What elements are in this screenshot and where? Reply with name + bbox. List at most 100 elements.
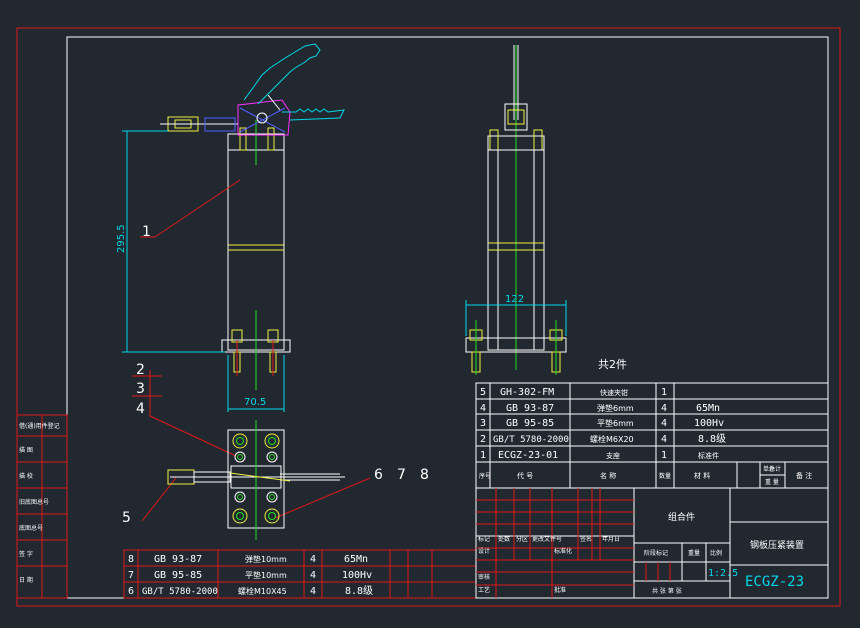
svg-text:GB 93-87: GB 93-87	[154, 554, 202, 565]
svg-text:数量: 数量	[659, 472, 671, 480]
quantity-note: 共2件	[598, 358, 627, 371]
title-block-grid	[475, 487, 829, 599]
svg-text:设计: 设计	[478, 547, 490, 555]
svg-text:比例: 比例	[710, 549, 722, 557]
svg-text:4: 4	[480, 403, 486, 414]
svg-text:平垫6mm: 平垫6mm	[597, 418, 634, 428]
svg-text:100Hv: 100Hv	[342, 570, 372, 581]
svg-text:处数: 处数	[498, 535, 510, 543]
svg-text:5: 5	[480, 387, 486, 398]
svg-text:描 校: 描 校	[19, 472, 33, 480]
svg-text:共 张 第 张: 共 张 第 张	[652, 587, 682, 595]
svg-text:平垫10mm: 平垫10mm	[245, 570, 287, 580]
svg-text:GH-302-FM: GH-302-FM	[500, 387, 554, 398]
svg-text:GB 93-87: GB 93-87	[506, 403, 554, 414]
svg-text:4: 4	[661, 403, 667, 414]
svg-text:签名: 签名	[580, 535, 592, 543]
svg-text:1: 1	[480, 450, 486, 461]
svg-text:重 量: 重 量	[765, 478, 779, 486]
svg-text:1: 1	[661, 450, 667, 461]
svg-text:3: 3	[480, 418, 486, 429]
svg-text:4: 4	[310, 586, 316, 597]
svg-text:名 称: 名 称	[600, 471, 616, 480]
svg-text:年月日: 年月日	[602, 535, 620, 543]
svg-text:4: 4	[310, 570, 316, 581]
svg-text:65Mn: 65Mn	[696, 403, 720, 414]
svg-text:3: 3	[136, 381, 145, 397]
svg-text:更改文件号: 更改文件号	[532, 535, 562, 543]
svg-text:4: 4	[661, 434, 667, 445]
svg-text:弹垫6mm: 弹垫6mm	[597, 403, 634, 413]
dimension-height-label: 295.5	[116, 224, 127, 253]
svg-text:总计: 总计	[769, 465, 781, 473]
svg-text:支座: 支座	[606, 451, 620, 460]
svg-text:日 期: 日 期	[19, 576, 33, 584]
svg-text:7: 7	[128, 570, 134, 581]
svg-text:底图总号: 底图总号	[19, 524, 43, 532]
svg-text:2: 2	[136, 362, 145, 378]
svg-text:ECGZ-23-01: ECGZ-23-01	[498, 450, 558, 461]
svg-text:代 号: 代 号	[517, 471, 533, 480]
svg-text:7: 7	[397, 467, 406, 483]
scale-value: 1:2.5	[708, 568, 738, 579]
svg-text:分区: 分区	[516, 535, 528, 543]
svg-text:5: 5	[122, 510, 131, 526]
svg-text:标准件: 标准件	[698, 451, 719, 460]
svg-text:批准: 批准	[554, 586, 566, 594]
svg-text:审核: 审核	[478, 573, 490, 581]
svg-text:8: 8	[128, 554, 134, 565]
dimension-width-side	[227, 355, 285, 412]
dimension-width-front	[465, 300, 567, 336]
callout-leaders	[132, 179, 371, 522]
drawing-number: ECGZ-23	[745, 574, 804, 590]
svg-text:螺栓M6X20: 螺栓M6X20	[590, 434, 634, 444]
top-view	[167, 420, 345, 540]
svg-text:4: 4	[310, 554, 316, 565]
svg-text:快速夹钳: 快速夹钳	[600, 388, 628, 397]
svg-text:螺栓M10X45: 螺栓M10X45	[238, 586, 287, 596]
svg-text:序号: 序号	[479, 472, 491, 480]
lower-bom-text: 8 GB 93-87 弹垫10mm 4 65Mn 7 GB 95-85 平垫10…	[128, 554, 373, 597]
svg-text:6: 6	[374, 467, 383, 483]
svg-text:备 注: 备 注	[796, 471, 812, 480]
svg-text:1: 1	[142, 224, 151, 240]
svg-text:重量: 重量	[688, 549, 700, 557]
part-name: 钢板压紧装置	[750, 539, 804, 551]
svg-text:8.8级: 8.8级	[345, 585, 373, 597]
svg-text:借(通)用件登记: 借(通)用件登记	[19, 422, 60, 430]
svg-text:阶段标记: 阶段标记	[644, 549, 668, 557]
front-view	[465, 45, 567, 375]
callout-labels: 1 2 3 4 5 6 7 8	[122, 224, 429, 526]
svg-text:6: 6	[128, 586, 134, 597]
svg-text:工艺: 工艺	[478, 586, 490, 594]
svg-text:2: 2	[480, 434, 486, 445]
svg-text:单件: 单件	[763, 465, 775, 473]
svg-text:标准化: 标准化	[554, 547, 572, 555]
svg-text:签 字: 签 字	[19, 550, 33, 558]
svg-text:65Mn: 65Mn	[344, 554, 368, 565]
assembly-label: 组合件	[668, 511, 695, 523]
upper-bom-text: 5 GH-302-FM 快速夹钳 1 4 GB 93-87 弹垫6mm 4 65…	[479, 387, 812, 486]
left-strip	[16, 414, 68, 599]
svg-text:4: 4	[136, 401, 145, 417]
svg-text:弹垫10mm: 弹垫10mm	[245, 554, 287, 564]
title-block-text: 组合件 钢板压紧装置 ECGZ-23 1:2.5 标记 处数 分区 更改文件号 …	[478, 511, 804, 595]
svg-text:100Hv: 100Hv	[694, 418, 724, 429]
svg-text:GB 95-85: GB 95-85	[506, 418, 554, 429]
side-view	[160, 43, 345, 390]
svg-text:GB/T 5780-2000: GB/T 5780-2000	[493, 435, 569, 445]
svg-text:8.8级: 8.8级	[698, 433, 726, 445]
svg-text:描 图: 描 图	[19, 446, 33, 454]
svg-text:8: 8	[420, 467, 429, 483]
dimension-height	[122, 130, 225, 353]
svg-text:标记: 标记	[478, 535, 490, 543]
dimension-width-side-label: 70.5	[244, 397, 266, 408]
svg-text:4: 4	[661, 418, 667, 429]
svg-text:GB 95-85: GB 95-85	[154, 570, 202, 581]
left-strip-labels: 借(通)用件登记 描 图 描 校 旧底图总号 底图总号 签 字 日 期	[19, 422, 60, 584]
svg-text:旧底图总号: 旧底图总号	[19, 498, 49, 506]
dimension-width-front-label: 122	[505, 294, 524, 305]
svg-text:材 料: 材 料	[694, 471, 710, 480]
svg-text:GB/T 5780-2000: GB/T 5780-2000	[142, 587, 218, 597]
